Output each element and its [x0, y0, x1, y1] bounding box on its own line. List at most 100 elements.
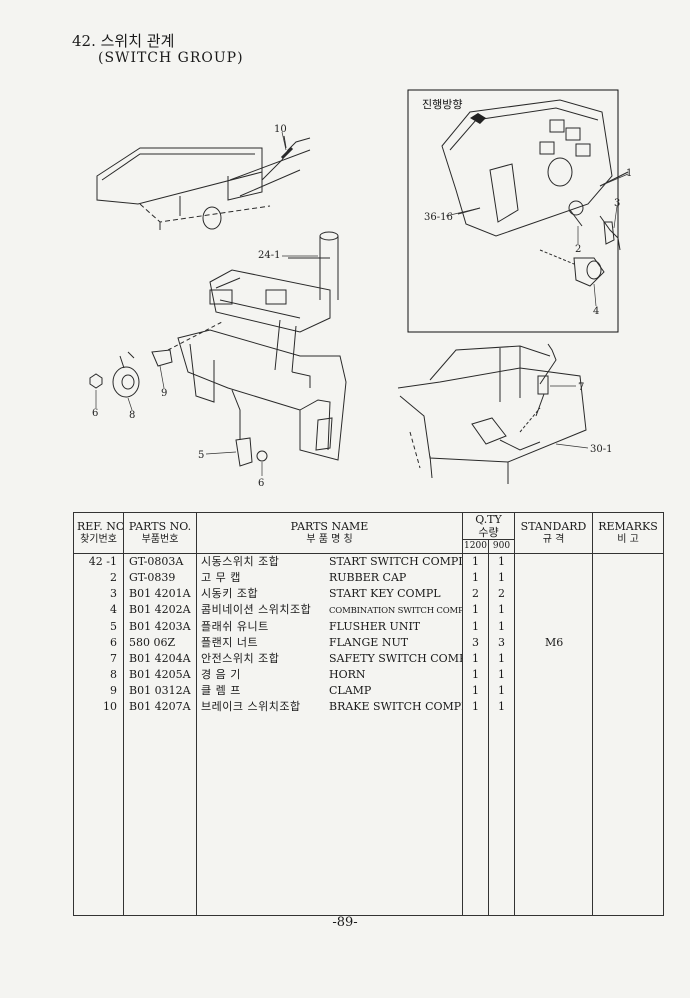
remarks-cell [592, 667, 665, 683]
qty-1200-cell: 1 [462, 619, 489, 635]
remarks-cell [592, 619, 665, 635]
part-name-kr: 플래쉬 유니트 [201, 620, 269, 633]
remarks-cell [592, 635, 665, 651]
part-no-cell: GT-0839 [123, 570, 197, 586]
callout-3: 3 [614, 198, 620, 209]
qty-1200-cell: 1 [462, 683, 489, 699]
part-name-en: START KEY COMPL [329, 587, 441, 600]
qty-1200-cell: 1 [462, 651, 489, 667]
part-no-cell: B01 4201A [123, 586, 197, 602]
standard-cell [514, 586, 594, 602]
callout-6-lower: 6 [258, 478, 264, 489]
part-name-kr: 경 음 기 [201, 668, 241, 681]
header-ref-no: REF. NO 찾기번호 [73, 512, 124, 554]
part-name-kr: 브레이크 스위치조합 [201, 700, 301, 713]
qty-900-cell: 1 [487, 602, 516, 619]
qty-1200-cell: 1 [462, 667, 489, 683]
part-name-en: SAFETY SWITCH COMPL [329, 652, 463, 665]
standard-cell [514, 699, 594, 715]
remarks-cell [592, 553, 665, 570]
qty-900-cell: 2 [487, 586, 516, 602]
part-name-cell: 시동키 조합 START KEY COMPL [196, 586, 463, 602]
header-parts-no: PARTS NO. 부품번호 [123, 512, 197, 554]
callout-6-left: 6 [92, 408, 98, 419]
section-subtitle: (SWITCH GROUP) [98, 50, 244, 66]
direction-label: 진행방향 [422, 98, 462, 111]
ref-no-cell: 6 [73, 635, 124, 651]
part-name-kr: 플랜지 너트 [201, 636, 259, 649]
qty-900-cell: 1 [487, 667, 516, 683]
part-no-cell: 580 06Z [123, 635, 197, 651]
callout-4: 4 [593, 306, 599, 317]
page-number: -89- [332, 915, 358, 930]
qty-900-cell: 1 [487, 553, 516, 570]
part-name-cell: 플래쉬 유니트 FLUSHER UNIT [196, 619, 463, 635]
standard-cell: M6 [514, 635, 594, 651]
part-name-kr: 콤비네이션 스위치조합 [201, 603, 312, 616]
ref-no-cell: 9 [73, 683, 124, 699]
part-name-kr: 안전스위치 조합 [201, 652, 280, 665]
part-name-en: RUBBER CAP [329, 571, 407, 584]
part-name-en: FLUSHER UNIT [329, 620, 421, 633]
part-name-en: CLAMP [329, 684, 372, 697]
callout-30-1: 30-1 [590, 444, 612, 455]
ref-no-cell: 4 [73, 602, 124, 619]
header-qty-1200: 1200 [462, 539, 489, 554]
qty-900-cell: 1 [487, 651, 516, 667]
table-filler-row [73, 715, 665, 916]
callout-2: 2 [575, 244, 581, 255]
callout-8: 8 [129, 410, 135, 421]
standard-cell [514, 602, 594, 619]
header-parts-name: PARTS NAME 부 품 명 칭 [196, 512, 463, 554]
standard-cell [514, 619, 594, 635]
header-remarks: REMARKS 비 고 [592, 512, 665, 554]
qty-1200-cell: 1 [462, 570, 489, 586]
part-name-cell: 브레이크 스위치조합 BRAKE SWITCH COMPL [196, 699, 463, 715]
qty-1200-cell: 1 [462, 699, 489, 715]
part-name-kr: 시동스위치 조합 [201, 555, 280, 568]
parts-table: REF. NO 찾기번호 PARTS NO. 부품번호 PARTS NAME 부… [73, 512, 665, 916]
ref-no-cell: 8 [73, 667, 124, 683]
remarks-cell [592, 602, 665, 619]
exploded-parts-diagram: 진행방향 10 24-1 36-16 1 3 2 4 9 6 8 5 6 7 3… [89, 89, 632, 489]
part-name-en: BRAKE SWITCH COMPL [329, 700, 463, 713]
remarks-cell [592, 683, 665, 699]
part-name-kr: 고 무 캡 [201, 571, 241, 584]
standard-cell [514, 651, 594, 667]
part-name-kr: 시동키 조합 [201, 587, 259, 600]
standard-cell [514, 570, 594, 586]
header-qty: Q.TY [461, 512, 516, 526]
qty-900-cell: 1 [487, 699, 516, 715]
ref-no-cell: 2 [73, 570, 124, 586]
part-name-cell: 경 음 기 HORN [196, 667, 463, 683]
part-no-cell: GT-0803A [123, 553, 197, 570]
remarks-cell [592, 570, 665, 586]
part-name-en: HORN [329, 668, 366, 681]
callout-1: 1 [626, 168, 632, 179]
qty-1200-cell: 1 [462, 602, 489, 619]
qty-1200-cell: 1 [462, 553, 489, 570]
standard-cell [514, 667, 594, 683]
callout-9: 9 [161, 388, 167, 399]
part-no-cell: B01 4203A [123, 619, 197, 635]
qty-900-cell: 1 [487, 570, 516, 586]
callout-24-1: 24-1 [258, 250, 280, 261]
ref-no-cell: 7 [73, 651, 124, 667]
part-name-en: COMBINATION SWITCH COMPL [329, 606, 463, 616]
callout-36-16: 36-16 [424, 212, 453, 223]
callout-10: 10 [274, 124, 287, 135]
part-no-cell: B01 0312A [123, 683, 197, 699]
ref-no-cell: 42 -1 [73, 553, 124, 570]
qty-900-cell: 1 [487, 619, 516, 635]
standard-cell [514, 553, 594, 570]
remarks-cell [592, 699, 665, 715]
